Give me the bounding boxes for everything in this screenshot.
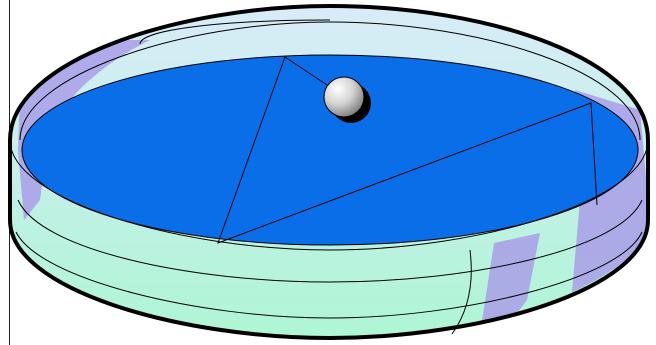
ball [324,77,364,117]
